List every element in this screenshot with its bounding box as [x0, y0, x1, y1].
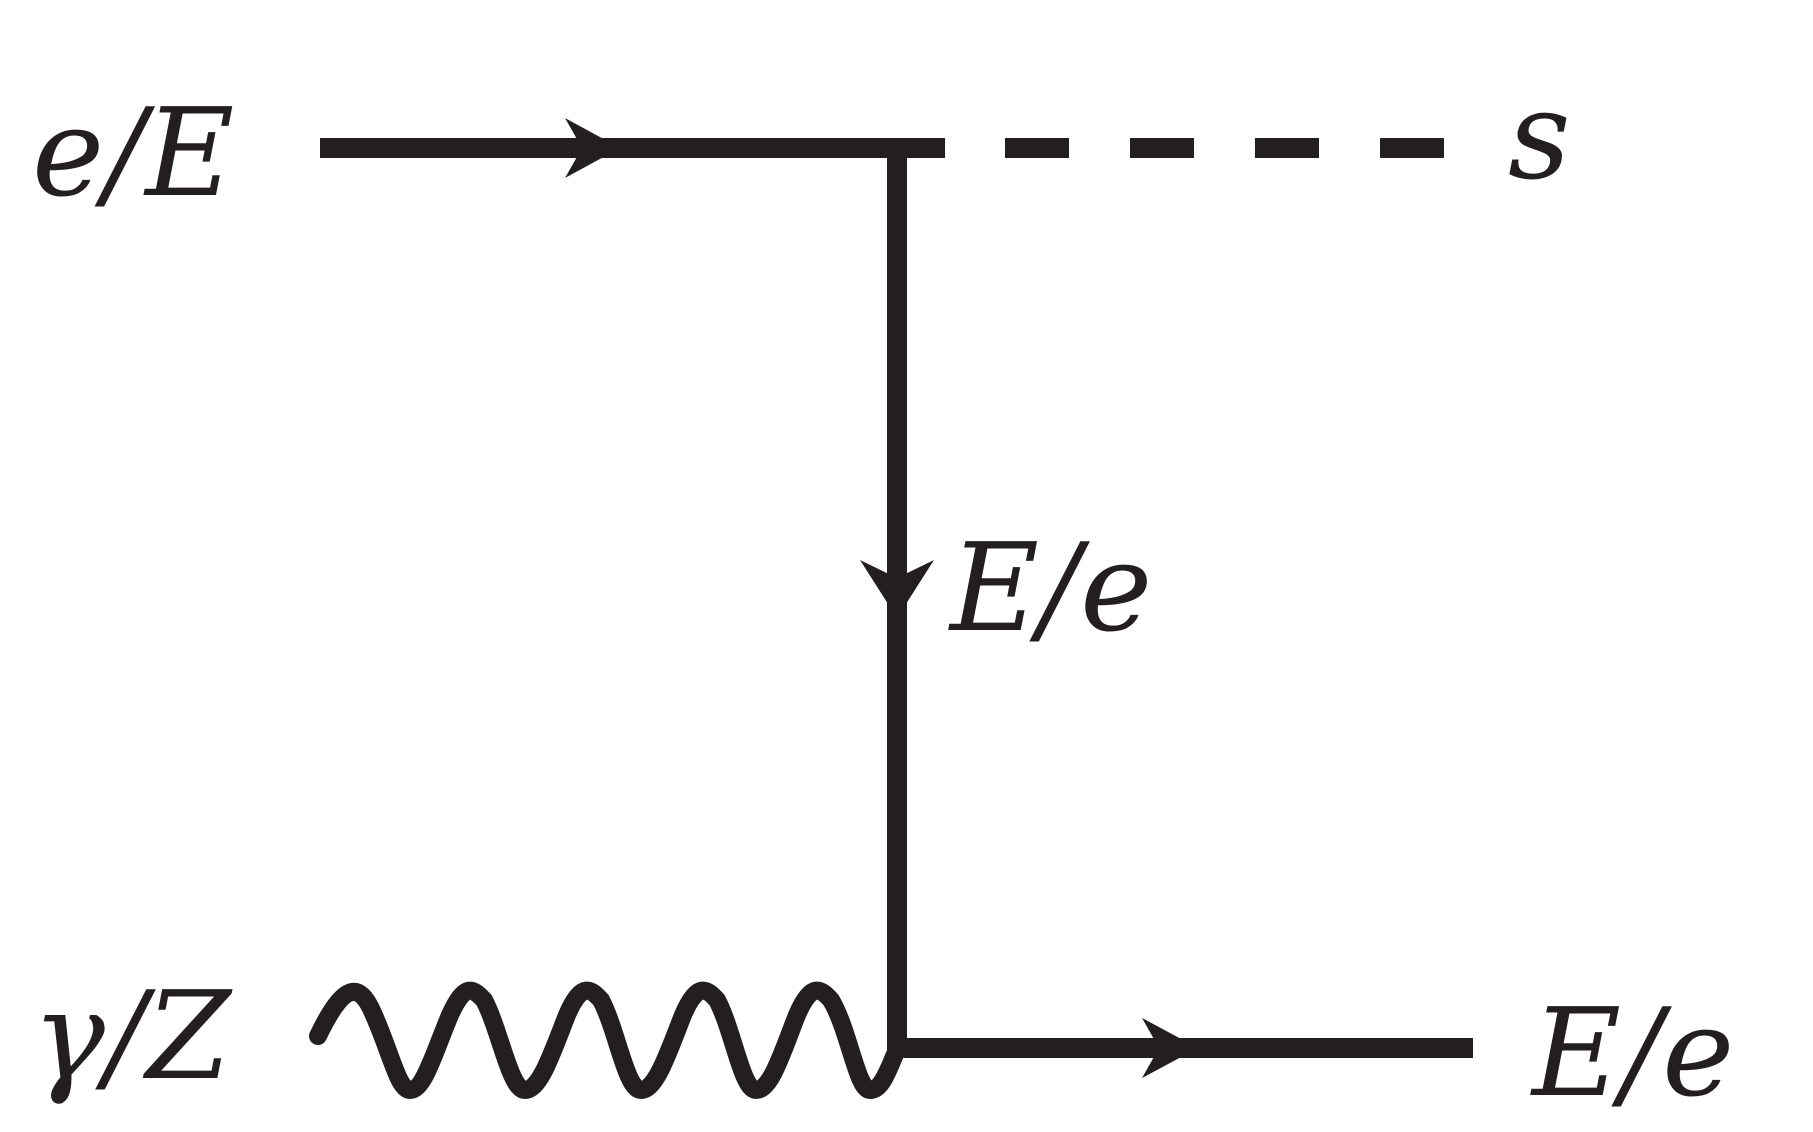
gauge-boson-line	[309, 981, 905, 1100]
gauge-boson-label: γ/Z	[32, 965, 233, 1107]
propagator-arrow	[860, 560, 934, 618]
incoming-fermion-label: e/E	[32, 82, 234, 224]
incoming-fermion-arrow	[565, 118, 620, 178]
propagator-label: E/e	[948, 517, 1152, 659]
outgoing-fermion-arrow	[1142, 1018, 1198, 1078]
scalar-label: s	[1508, 65, 1571, 207]
outgoing-fermion-label: E/e	[1530, 982, 1734, 1124]
